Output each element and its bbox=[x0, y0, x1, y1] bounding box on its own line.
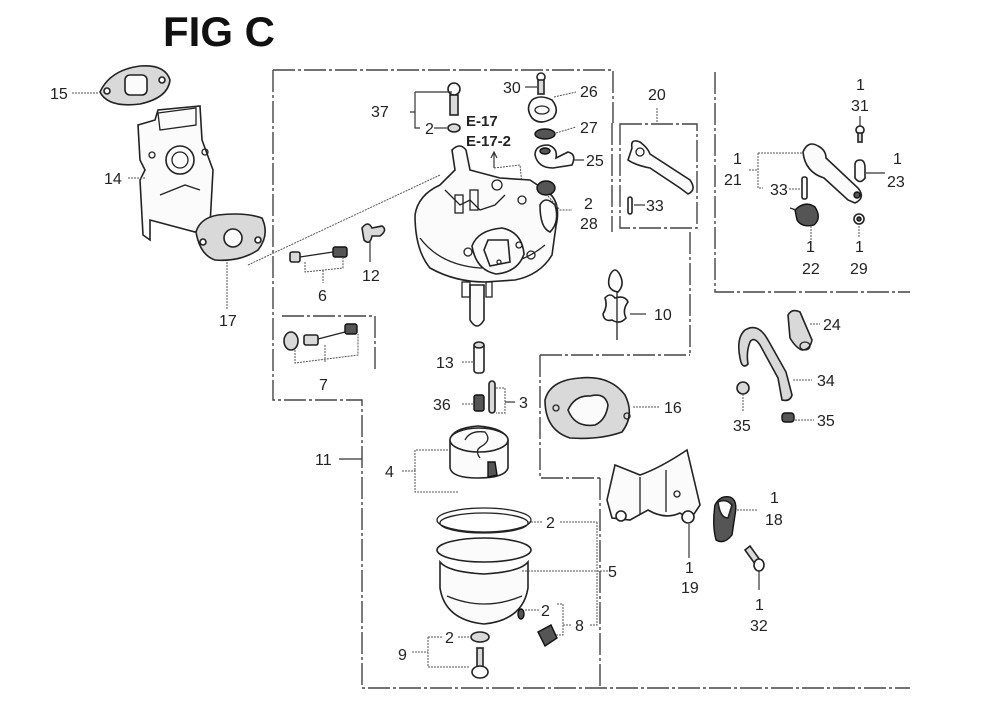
part-34-fuel-tube[interactable] bbox=[738, 326, 793, 402]
callout-18: 18 bbox=[765, 512, 783, 529]
part-2-float-bowl-gasket[interactable] bbox=[436, 507, 532, 534]
part-21-governor-arm[interactable] bbox=[802, 143, 863, 204]
part-32-screw[interactable] bbox=[743, 544, 765, 572]
callout-25: 25 bbox=[586, 153, 604, 170]
part-13-main-nozzle[interactable] bbox=[473, 341, 485, 374]
callout-31-qty: 1 bbox=[856, 77, 865, 94]
part-4-float[interactable] bbox=[449, 425, 509, 479]
callout-11: 11 bbox=[315, 452, 332, 469]
callout-9-washer-qty: 2 bbox=[445, 630, 454, 647]
callout-14: 14 bbox=[104, 171, 122, 188]
callout-22-qty: 1 bbox=[806, 239, 815, 256]
part-23-clip[interactable] bbox=[854, 159, 866, 183]
callout-6: 6 bbox=[318, 288, 327, 305]
callout-17: 17 bbox=[219, 313, 237, 330]
callout-33-a: 33 bbox=[646, 198, 664, 215]
part-31-screw[interactable] bbox=[855, 125, 865, 143]
reference-e-17-2: E-17-2 bbox=[466, 133, 511, 150]
part-29-nut[interactable] bbox=[853, 213, 865, 225]
callout-23-qty: 1 bbox=[893, 151, 902, 168]
part-3-float-pin[interactable] bbox=[488, 380, 496, 414]
callout-9: 9 bbox=[398, 647, 407, 664]
part-14-insulator-plate[interactable] bbox=[137, 105, 214, 242]
part-22-spring[interactable] bbox=[789, 203, 819, 227]
part-17-gasket[interactable] bbox=[195, 213, 266, 262]
part-19-bracket[interactable] bbox=[606, 448, 701, 524]
sub-frame-7 bbox=[282, 315, 376, 370]
part-9-bolt[interactable] bbox=[470, 631, 490, 679]
part-35-clip-a[interactable] bbox=[736, 381, 750, 395]
part-30-screw[interactable] bbox=[536, 72, 546, 95]
callout-35-b: 35 bbox=[817, 413, 835, 430]
part-20-choke-arm[interactable] bbox=[627, 140, 694, 195]
callout-30: 30 bbox=[503, 80, 521, 97]
part-28-packing[interactable] bbox=[536, 180, 556, 196]
callout-2-drain: 2 bbox=[541, 603, 550, 620]
part-33-pin-a[interactable] bbox=[627, 196, 633, 215]
callout-26: 26 bbox=[580, 84, 598, 101]
callout-28-qty: 2 bbox=[584, 196, 593, 213]
callout-15: 15 bbox=[50, 86, 68, 103]
carburetor-assembly-frame bbox=[272, 69, 910, 689]
callout-2-gasket: 2 bbox=[546, 515, 555, 532]
callout-18-qty: 1 bbox=[770, 490, 779, 507]
part-7-throttle-stop-screw[interactable] bbox=[283, 323, 358, 351]
part-37-screw[interactable] bbox=[447, 82, 461, 133]
callout-3: 3 bbox=[519, 395, 528, 412]
callout-32: 32 bbox=[750, 618, 768, 635]
callout-23: 23 bbox=[887, 174, 905, 191]
callout-16: 16 bbox=[664, 400, 682, 417]
part-25-choke-lever[interactable] bbox=[534, 144, 575, 169]
part-16-gasket[interactable] bbox=[544, 376, 631, 440]
callout-35-a: 35 bbox=[733, 418, 751, 435]
callout-34: 34 bbox=[817, 373, 835, 390]
part-12-screw[interactable] bbox=[361, 223, 386, 244]
callout-29: 29 bbox=[850, 261, 868, 278]
figure-title: FIG C bbox=[163, 8, 275, 55]
part-2-drain-washer[interactable] bbox=[517, 608, 525, 620]
part-27-washer[interactable] bbox=[534, 128, 556, 140]
part-24-tube[interactable] bbox=[787, 309, 813, 351]
callout-27: 27 bbox=[580, 120, 598, 137]
sub-frame-20 bbox=[619, 123, 698, 229]
part-15-gasket[interactable] bbox=[99, 64, 171, 106]
part-35-clip-b[interactable] bbox=[781, 412, 795, 423]
callout-8: 8 bbox=[575, 618, 584, 635]
callout-36: 36 bbox=[433, 397, 451, 414]
callout-29-qty: 1 bbox=[855, 239, 864, 256]
callout-33-b: 33 bbox=[770, 182, 788, 199]
part-33-pin-b[interactable] bbox=[801, 176, 808, 200]
callout-22: 22 bbox=[802, 261, 820, 278]
callout-13: 13 bbox=[436, 355, 454, 372]
callout-31: 31 bbox=[851, 98, 869, 115]
part-8-drain-screw[interactable] bbox=[537, 624, 558, 648]
reference-e-17: E-17 bbox=[466, 113, 498, 130]
callout-7: 7 bbox=[319, 377, 328, 394]
part-26-cover[interactable] bbox=[527, 96, 558, 123]
part-6-pilot-screw[interactable] bbox=[289, 246, 348, 263]
part-5-float-bowl[interactable] bbox=[436, 537, 532, 625]
callout-28: 28 bbox=[580, 216, 598, 233]
callout-5: 5 bbox=[608, 564, 617, 581]
part-10-needle-clip[interactable] bbox=[602, 269, 629, 340]
callout-37: 37 bbox=[371, 104, 389, 121]
callout-19: 19 bbox=[681, 580, 699, 597]
callout-32-qty: 1 bbox=[755, 597, 764, 614]
callout-10: 10 bbox=[654, 307, 672, 324]
callout-12: 12 bbox=[362, 268, 380, 285]
callout-21-qty: 1 bbox=[733, 151, 742, 168]
callout-4: 4 bbox=[385, 464, 394, 481]
part-18-fuel-cock-plate[interactable] bbox=[713, 495, 737, 543]
governor-inset-frame bbox=[714, 72, 910, 293]
callout-24: 24 bbox=[823, 317, 841, 334]
carburetor-body[interactable] bbox=[414, 145, 559, 327]
callout-37-washer-qty: 2 bbox=[425, 121, 434, 138]
part-36-jet[interactable] bbox=[473, 394, 485, 412]
callout-20: 20 bbox=[648, 87, 666, 104]
callout-19-qty: 1 bbox=[685, 560, 694, 577]
callout-21: 21 bbox=[724, 172, 742, 189]
